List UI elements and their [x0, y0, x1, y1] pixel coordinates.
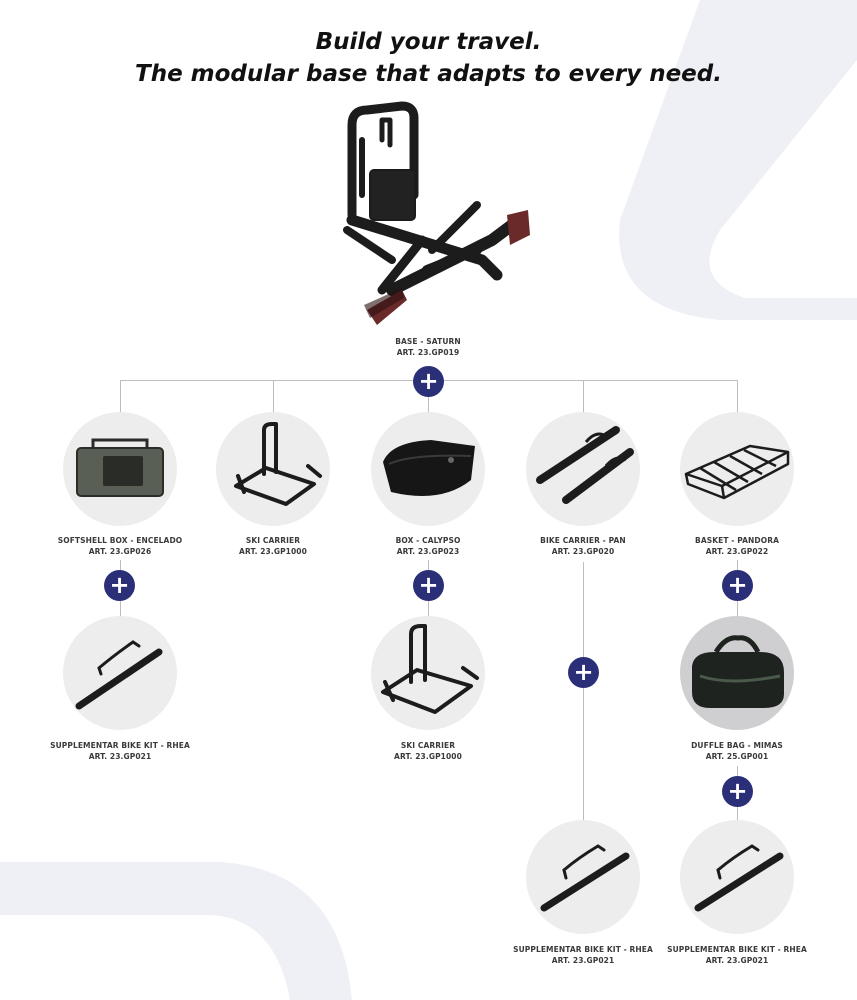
- basket-name: BASKET - PANDORA: [695, 536, 779, 545]
- label-box: BOX - CALYPSO ART. 23.GP023: [338, 535, 518, 557]
- bike-kit-icon: [694, 844, 784, 912]
- ski-mid-code: ART. 23.GP1000: [394, 752, 462, 761]
- label-bike-kit-left: SUPPLEMENTAR BIKE KIT - RHEA ART. 23.GP0…: [30, 740, 210, 762]
- bike-pan-name: BIKE CARRIER - PAN: [540, 536, 626, 545]
- product-duffle-bag[interactable]: [680, 616, 794, 730]
- plus-button-base[interactable]: +: [413, 366, 444, 397]
- bike-pan-code: ART. 23.GP020: [551, 547, 615, 556]
- title-line-2: The modular base that adapts to every ne…: [135, 61, 722, 87]
- ski-top-name: SKI CARRIER: [245, 536, 301, 545]
- base-rack-icon: [343, 101, 530, 325]
- base-name: BASE - SATURN: [395, 337, 461, 346]
- label-ski-carrier-mid: SKI CARRIER ART. 23.GP1000: [338, 740, 518, 762]
- title-line-1: Build your travel.: [315, 29, 542, 55]
- duffle-bag-icon: [692, 635, 784, 708]
- product-cargo-box[interactable]: [371, 412, 485, 526]
- ski-mid-name: SKI CARRIER: [400, 741, 456, 750]
- product-bike-kit-left[interactable]: [63, 616, 177, 730]
- product-bike-kit-pan[interactable]: [526, 820, 640, 934]
- connector-softshell: [120, 380, 121, 412]
- label-bike-kit-pan: SUPPLEMENTAR BIKE KIT - RHEA ART. 23.GP0…: [493, 944, 673, 966]
- duffle-name: DUFFLE BAG - MIMAS: [691, 741, 783, 750]
- label-bike-kit-right: SUPPLEMENTAR BIKE KIT - RHEA ART. 23.GP0…: [647, 944, 827, 966]
- plus-button-bike[interactable]: +: [568, 657, 599, 688]
- page-title: Build your travel. The modular base that…: [0, 26, 857, 90]
- softshell-name: SOFTSHELL BOX - ENCELADO: [57, 536, 183, 545]
- label-ski-carrier: SKI CARRIER ART. 23.GP1000: [183, 535, 363, 557]
- rhea-left-name: SUPPLEMENTAR BIKE KIT - RHEA: [50, 741, 190, 750]
- bike-kit-icon: [540, 844, 630, 912]
- connector-bike: [583, 380, 584, 412]
- plus-button-duffle[interactable]: +: [722, 776, 753, 807]
- box-code: ART. 23.GP023: [396, 547, 460, 556]
- product-softshell-box[interactable]: [63, 412, 177, 526]
- rhea-right-name: SUPPLEMENTAR BIKE KIT - RHEA: [667, 945, 807, 954]
- box-name: BOX - CALYPSO: [395, 536, 461, 545]
- base-label: BASE - SATURN ART. 23.GP019: [338, 336, 518, 358]
- bike-carrier-icon: [536, 426, 634, 504]
- rhea-right-code: ART. 23.GP021: [705, 956, 769, 965]
- connector-basket: [737, 380, 738, 412]
- ski-carrier-icon: [234, 422, 322, 506]
- ski-top-code: ART. 23.GP1000: [239, 547, 307, 556]
- basket-icon: [684, 444, 790, 500]
- plus-button-basket[interactable]: +: [722, 570, 753, 601]
- connector-ski: [273, 380, 274, 412]
- rhea-pan-code: ART. 23.GP021: [551, 956, 615, 965]
- ski-carrier-icon: [381, 624, 479, 714]
- label-basket: BASKET - PANDORA ART. 23.GP022: [647, 535, 827, 557]
- rhea-left-code: ART. 23.GP021: [88, 752, 152, 761]
- label-bike-carrier: BIKE CARRIER - PAN ART. 23.GP020: [493, 535, 673, 557]
- bike-kit-icon: [75, 640, 163, 710]
- softshell-code: ART. 23.GP026: [88, 547, 152, 556]
- product-bike-kit-right[interactable]: [680, 820, 794, 934]
- product-bike-carrier[interactable]: [526, 412, 640, 526]
- base-code: ART. 23.GP019: [396, 348, 460, 357]
- label-duffle-bag: DUFFLE BAG - MIMAS ART. 25.GP001: [647, 740, 827, 762]
- product-basket[interactable]: [680, 412, 794, 526]
- plus-button-softshell[interactable]: +: [104, 570, 135, 601]
- label-softshell: SOFTSHELL BOX - ENCELADO ART. 23.GP026: [30, 535, 210, 557]
- plus-button-box[interactable]: +: [413, 570, 444, 601]
- softshell-box-icon: [76, 438, 164, 497]
- product-ski-carrier-mid[interactable]: [371, 616, 485, 730]
- rhea-pan-name: SUPPLEMENTAR BIKE KIT - RHEA: [513, 945, 653, 954]
- product-ski-carrier[interactable]: [216, 412, 330, 526]
- duffle-code: ART. 25.GP001: [705, 752, 769, 761]
- cargo-box-icon: [383, 440, 475, 496]
- connector-bike-down: [583, 562, 584, 820]
- basket-code: ART. 23.GP022: [705, 547, 769, 556]
